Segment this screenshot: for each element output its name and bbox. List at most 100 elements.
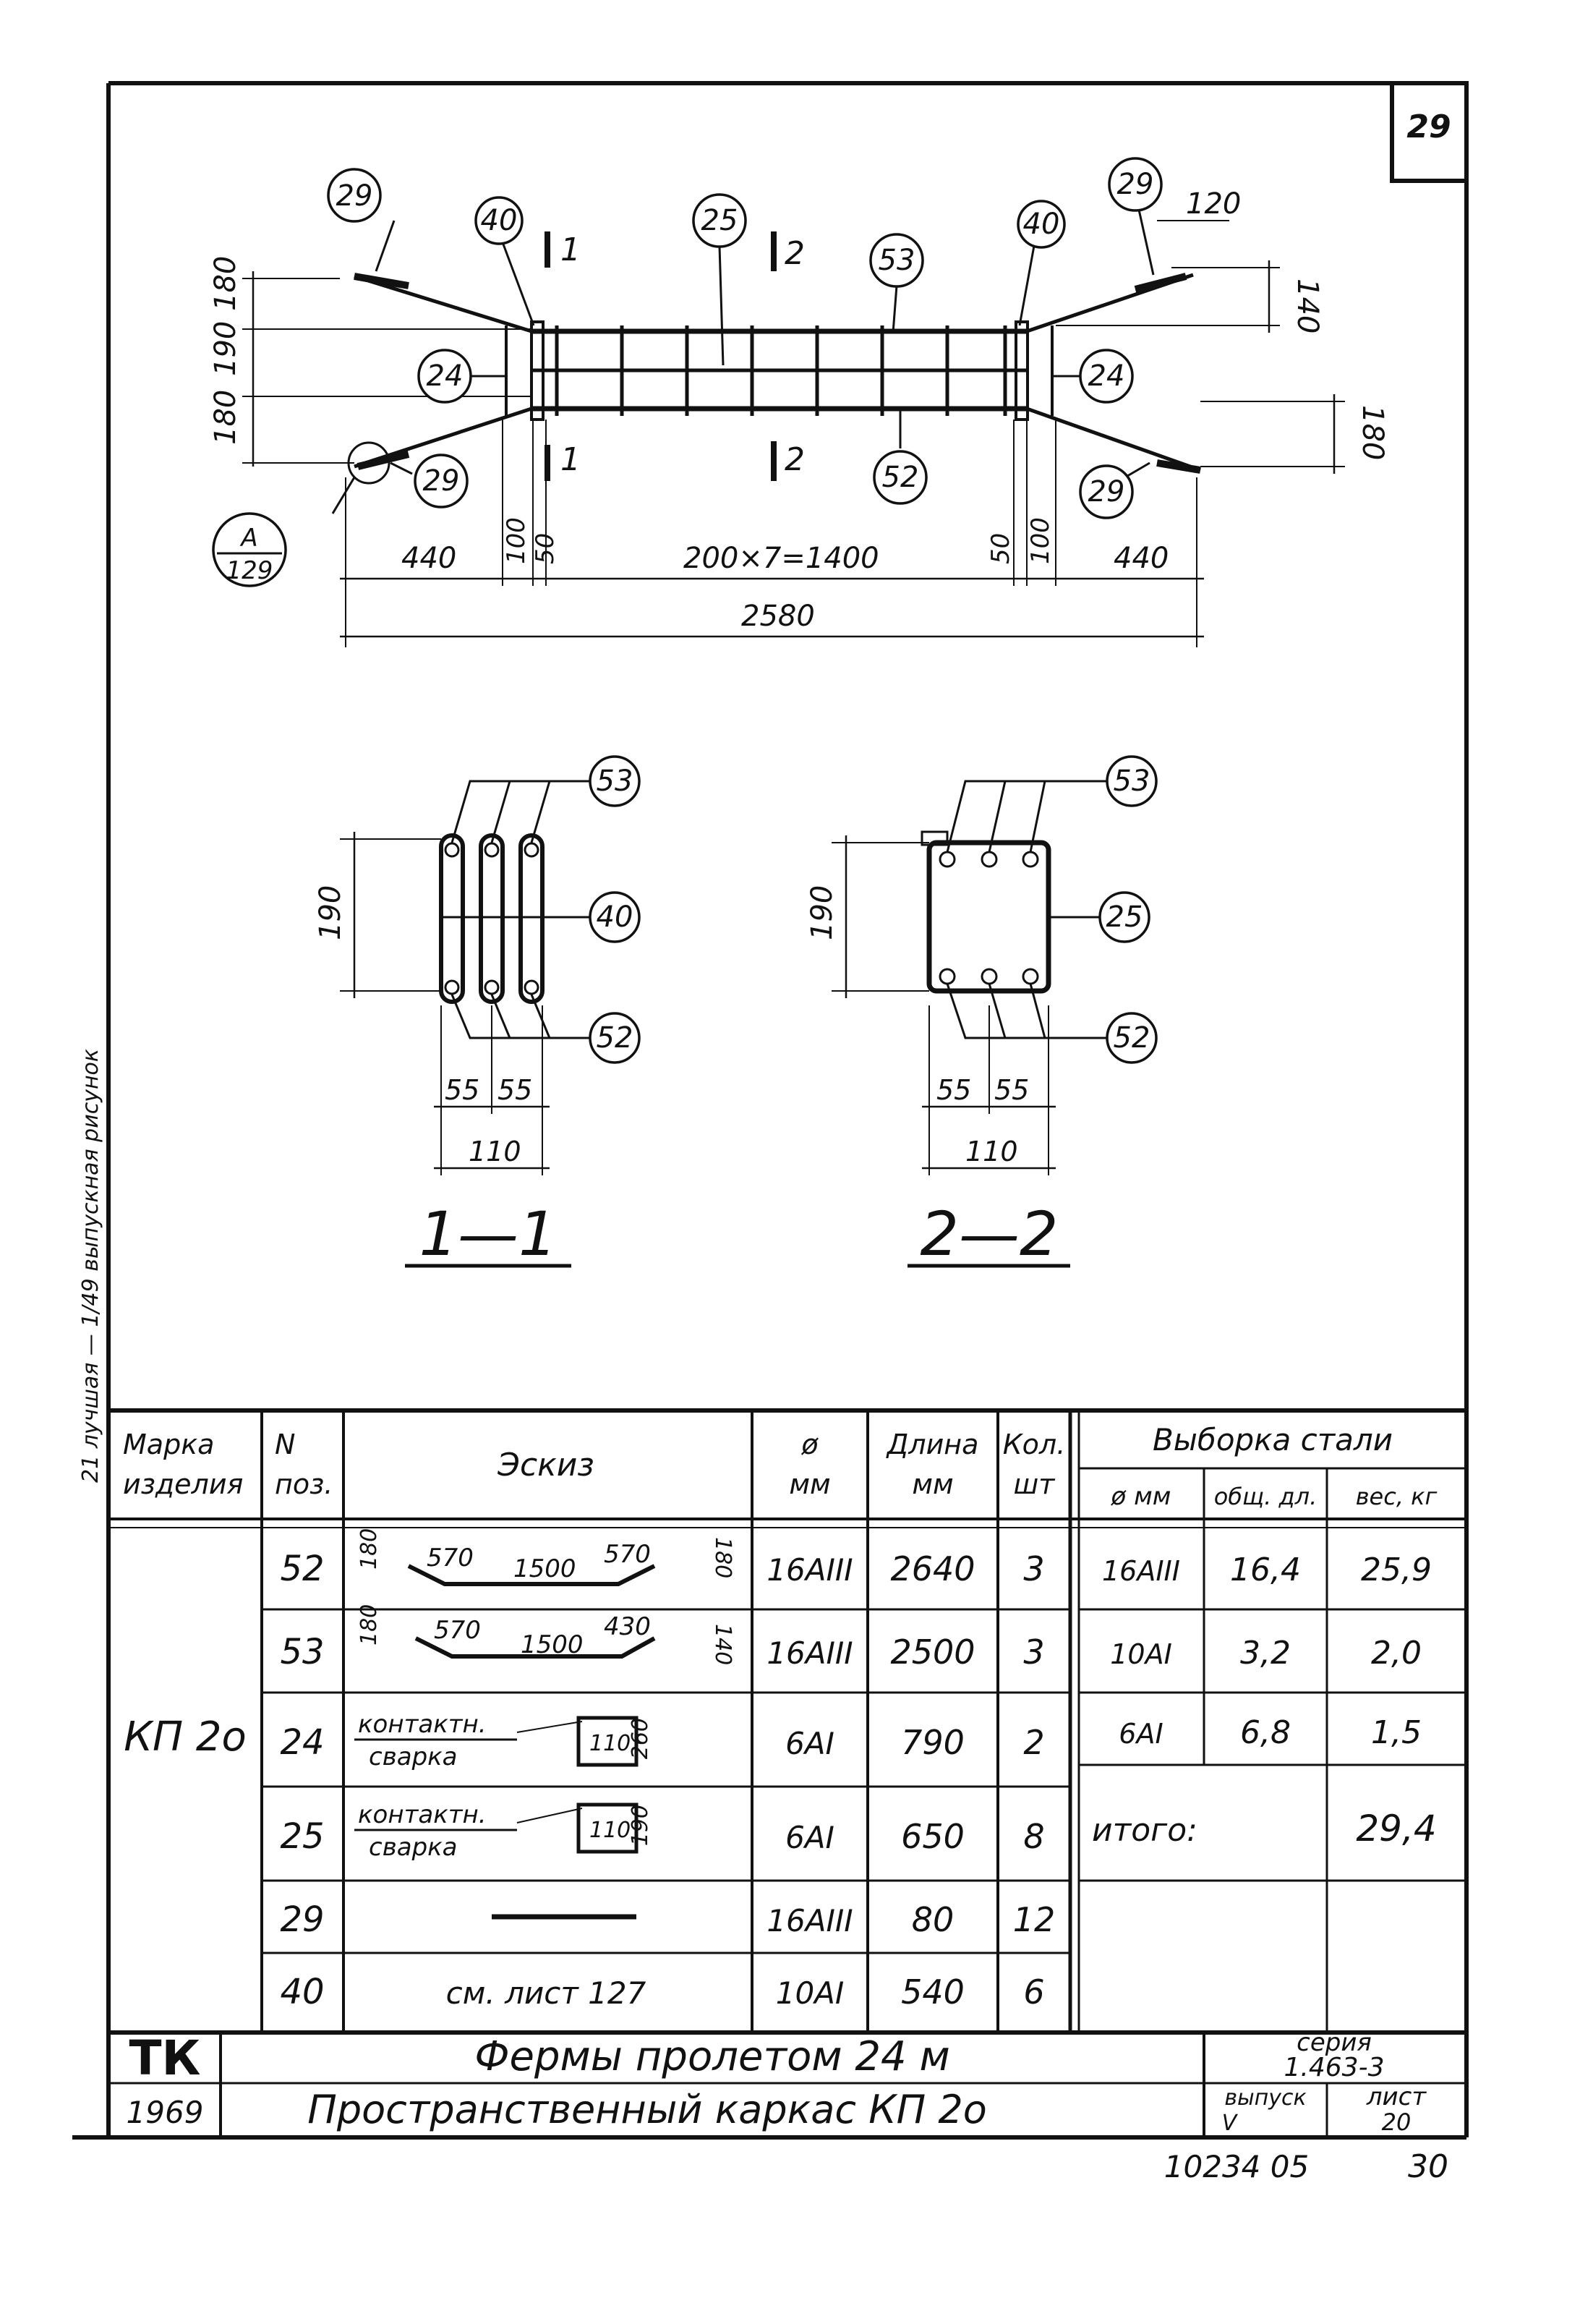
sketch-25-weld-2: сварка <box>369 1833 458 1862</box>
year: 1969 <box>127 2095 204 2130</box>
steel-2-weight: 2,0 <box>1371 1635 1422 1672</box>
s1-callout-52: 52 <box>597 1021 633 1055</box>
sketch-53-h2: 140 <box>710 1624 735 1665</box>
steel-3-length: 6,8 <box>1240 1714 1291 1751</box>
section-mark-1-top: 1 <box>560 231 581 268</box>
callout-29-top-left: 29 <box>336 179 373 213</box>
row-24-length: 790 <box>901 1723 965 1762</box>
sketch-53-b: 1500 <box>521 1630 584 1659</box>
section-2-2-callouts <box>1100 757 1156 1063</box>
col-header-steel-len: общ. дл. <box>1214 1483 1318 1510</box>
main-view <box>242 210 1345 647</box>
callout-40-left: 40 <box>481 204 518 237</box>
series-label: серия <box>1297 2028 1372 2057</box>
row-53-dia: 16АIII <box>766 1635 853 1671</box>
dim-50-left: 50 <box>531 533 560 564</box>
row-52-pos: 52 <box>280 1549 324 1589</box>
sketch-52-c: 570 <box>604 1540 651 1569</box>
section-mark-1-bottom: 1 <box>560 441 581 478</box>
col-header-len-2: мм <box>912 1468 953 1500</box>
row-29-qty: 12 <box>1013 1900 1056 1939</box>
row-25-pos: 25 <box>280 1816 324 1857</box>
callout-52: 52 <box>882 461 919 494</box>
dim-100-right: 100 <box>1026 517 1055 564</box>
dim-left-180-top: 180 <box>209 256 242 311</box>
section-1-1-title: 1—1 <box>419 1199 558 1269</box>
drawing-title: Фермы пролетом 24 м <box>474 2033 949 2080</box>
col-header-steel-wt: вес, кг <box>1356 1483 1438 1510</box>
s2-dim-110: 110 <box>965 1136 1018 1167</box>
node-ref-letter: А <box>239 524 257 553</box>
steel-1-length: 16,4 <box>1230 1552 1301 1588</box>
row-40-length: 540 <box>901 1972 965 2012</box>
steel-1-dia: 16АIII <box>1102 1555 1180 1587</box>
sheet-label: лист <box>1366 2082 1427 2111</box>
callout-25: 25 <box>701 204 738 237</box>
spec-table-grid <box>108 1410 1466 2033</box>
issue-value: V <box>1222 2111 1239 2136</box>
steel-3-weight: 1,5 <box>1371 1714 1422 1751</box>
col-header-mark-1: Марка <box>123 1429 214 1460</box>
sketch-24-height: 260 <box>628 1718 653 1759</box>
dim-right-120: 120 <box>1186 187 1241 221</box>
sketch-25-width: 110 <box>589 1818 631 1843</box>
steel-2-dia: 10АI <box>1110 1638 1172 1670</box>
steel-1-weight: 25,9 <box>1361 1552 1432 1588</box>
sketch-25-weld-1: контактн. <box>358 1800 487 1829</box>
row-25-length: 650 <box>901 1817 965 1856</box>
main-callouts <box>213 158 1161 586</box>
callout-29-bottom-left: 29 <box>423 464 460 498</box>
row-52-dia: 16АIII <box>766 1552 853 1588</box>
s1-dim-55-a: 55 <box>445 1074 479 1106</box>
page-number: 29 <box>1406 108 1451 145</box>
total-weight: 29,4 <box>1356 1808 1436 1850</box>
dim-50-right: 50 <box>986 533 1015 564</box>
dim-total-2580: 2580 <box>741 600 815 633</box>
document-code: 10234 05 <box>1164 2149 1309 2184</box>
row-53-length: 2500 <box>890 1633 975 1672</box>
callout-29-top-right: 29 <box>1117 168 1154 201</box>
s2-callout-53: 53 <box>1114 765 1150 798</box>
section-2-2-title: 2—2 <box>921 1199 1059 1269</box>
row-24-pos: 24 <box>280 1722 324 1763</box>
drawing-subtitle: Пространственный каркас КП 2о <box>307 2087 987 2132</box>
issue-label: выпуск <box>1224 2085 1306 2111</box>
row-53-qty: 3 <box>1023 1633 1044 1672</box>
col-header-sketch: Эскиз <box>497 1447 594 1484</box>
sketch-40-note: см. лист 127 <box>446 1975 646 2011</box>
sketch-24-weld-1: контактн. <box>358 1710 487 1739</box>
row-24-dia: 6АI <box>785 1726 834 1761</box>
total-label: итого: <box>1092 1812 1197 1849</box>
col-header-qty-2: шт <box>1014 1468 1056 1500</box>
col-header-pos-1: N <box>275 1429 295 1460</box>
row-52-qty: 3 <box>1023 1549 1044 1588</box>
steel-2-length: 3,2 <box>1240 1635 1291 1672</box>
s2-callout-52: 52 <box>1114 1021 1150 1055</box>
s1-dim-55-b: 55 <box>498 1074 532 1106</box>
row-29-length: 80 <box>912 1900 955 1939</box>
callout-53: 53 <box>879 244 915 277</box>
col-header-len-1: Длина <box>886 1429 979 1460</box>
row-25-dia: 6АI <box>785 1820 834 1855</box>
sketch-52-h1: 180 <box>356 1528 382 1570</box>
sketch-53-h1: 180 <box>356 1604 382 1646</box>
sketch-25-height: 190 <box>628 1805 653 1846</box>
callout-24-left: 24 <box>427 359 464 393</box>
s2-dim-190: 190 <box>806 885 839 940</box>
section-1-1 <box>340 781 589 1266</box>
col-header-steel: Выборка стали <box>1153 1422 1393 1457</box>
dim-left-180-low: 180 <box>209 390 242 445</box>
col-header-dia-2: мм <box>789 1468 830 1500</box>
row-53-pos: 53 <box>280 1632 324 1672</box>
dim-mid-span: 200×7=1400 <box>683 542 879 575</box>
callout-40-right: 40 <box>1023 208 1060 241</box>
dim-440-left: 440 <box>401 542 456 575</box>
sketch-24-width: 110 <box>589 1731 631 1756</box>
row-40-qty: 6 <box>1023 1972 1044 2012</box>
margin-note: 21 лучшая — 1/49 выпускная рисунок <box>78 1049 103 1483</box>
col-header-steel-dia: ø мм <box>1111 1482 1171 1511</box>
sketch-52-a: 570 <box>427 1544 474 1572</box>
